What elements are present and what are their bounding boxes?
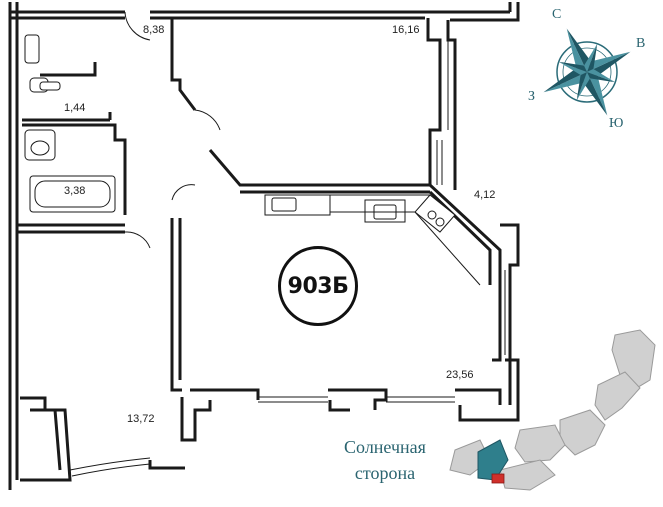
area-room-upper: 16,16 [392, 24, 420, 36]
area-kitchen-living: 23,56 [446, 369, 474, 381]
compass-south-label: Ю [609, 116, 624, 131]
area-room-lower: 13,72 [127, 413, 155, 425]
compass-north-label: С [552, 7, 562, 22]
location-caption: Солнечная сторона [330, 434, 440, 486]
area-wc: 1,44 [64, 102, 86, 114]
building-location-map [449, 329, 656, 491]
compass-east-label: В [636, 36, 646, 51]
area-hall: 8,38 [143, 24, 165, 36]
kitchen-fixtures [264, 194, 481, 286]
unit-number-badge: 903Б [278, 246, 358, 326]
walls [8, 2, 520, 490]
caption-line-2: сторона [354, 463, 416, 483]
caption-line-1: Солнечная [344, 437, 426, 457]
compass-west-label: З [528, 89, 536, 104]
windows [69, 40, 506, 477]
area-bathroom: 3,38 [64, 185, 86, 197]
bath-fixtures [24, 34, 116, 213]
compass-rose-icon [543, 28, 631, 116]
area-balcony: 4,12 [474, 189, 496, 201]
